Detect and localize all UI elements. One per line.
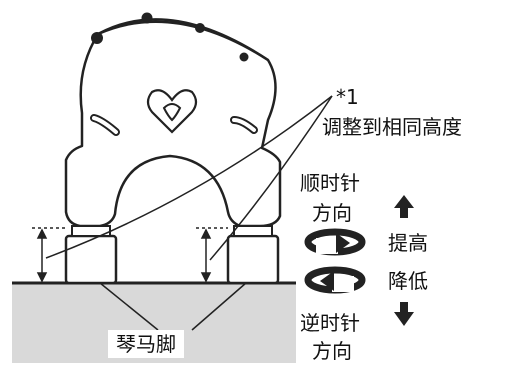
right-foot-cap (233, 225, 273, 237)
string-dot (91, 32, 103, 44)
heart-inner (162, 103, 182, 122)
side-slot-left-inner (92, 116, 118, 134)
note-marker: *1 (336, 85, 359, 109)
note-text: 调整到相同高度 (322, 115, 462, 139)
heart-cutout (146, 89, 198, 134)
bridge-top-edge (97, 20, 269, 62)
bridge-feet-label: 琴马脚 (108, 330, 184, 358)
counterclockwise-line1: 逆时针 (300, 311, 360, 335)
right-foot (226, 234, 280, 285)
leader-line-right (209, 95, 333, 261)
leader-line-left (45, 95, 333, 259)
string-dot (195, 23, 205, 33)
right-height-marker (196, 227, 228, 283)
string-dot (239, 52, 249, 62)
down-arrow-icon (394, 302, 414, 326)
left-height-marker (32, 227, 66, 283)
up-arrow-icon (394, 195, 414, 218)
side-slot-right-inner (232, 118, 256, 132)
counterclockwise-line2: 方向 (312, 339, 352, 363)
counterclockwise-rotation-icon (304, 266, 366, 294)
clockwise-line2: 方向 (312, 201, 352, 225)
string-dot (141, 12, 153, 24)
foot-leader-right (191, 282, 247, 331)
clockwise-rotation-icon (304, 228, 366, 256)
left-foot (64, 234, 118, 285)
clockwise-line1: 顺时针 (300, 171, 360, 195)
lower-label: 降低 (388, 269, 428, 293)
foot-leader-left (99, 282, 159, 331)
raise-label: 提高 (388, 231, 428, 255)
